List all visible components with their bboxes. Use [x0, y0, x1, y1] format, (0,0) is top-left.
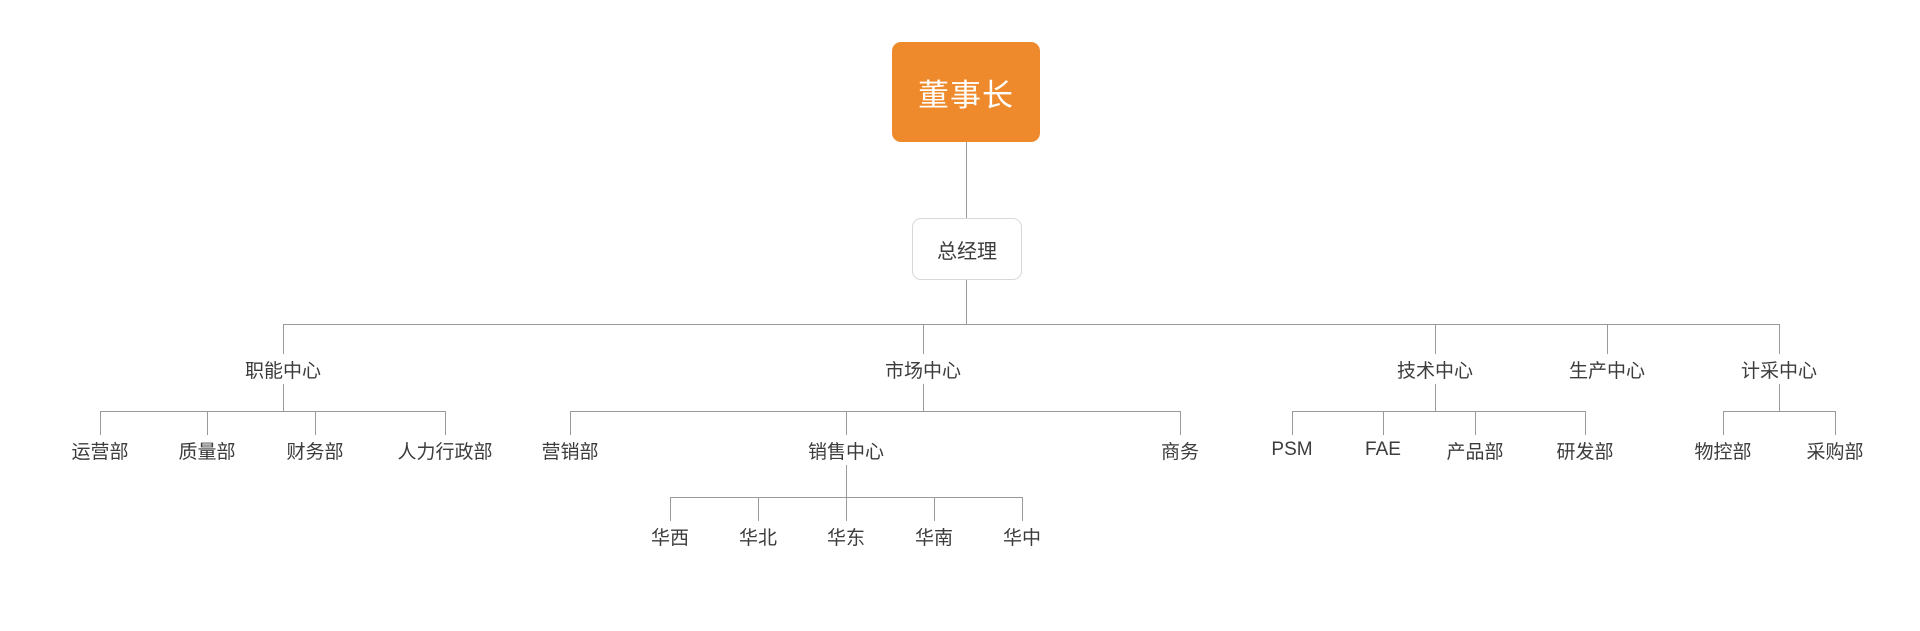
connector-functional-center-drop — [283, 384, 284, 411]
connector-drop-marketing-dept — [570, 411, 571, 435]
connector-drop-operations-dept — [100, 411, 101, 435]
node-south-china[interactable]: 华南 — [914, 527, 953, 549]
connector-drop-rnd-dept — [1585, 411, 1586, 435]
connector-general-manager-drop — [966, 280, 967, 324]
node-fae[interactable]: FAE — [1365, 439, 1401, 460]
node-rnd-dept[interactable]: 研发部 — [1556, 441, 1614, 463]
connector-level3-bus — [283, 324, 1779, 325]
node-purchasing-dept[interactable]: 采购部 — [1806, 441, 1864, 463]
connector-drop-psm — [1292, 411, 1293, 435]
connector-drop-sales-center — [846, 411, 847, 435]
connector-drop-east-china — [846, 497, 847, 521]
connector-technology-center-bus — [1292, 411, 1585, 412]
node-north-china[interactable]: 华北 — [738, 527, 777, 549]
node-procurement-center[interactable]: 计采中心 — [1740, 360, 1817, 382]
node-product-dept[interactable]: 产品部 — [1446, 441, 1504, 463]
node-psm[interactable]: PSM — [1271, 439, 1313, 460]
node-material-control-dept[interactable]: 物控部 — [1694, 441, 1752, 463]
connector-drop-functional-center — [283, 324, 284, 354]
node-general-manager[interactable]: 总经理 — [912, 218, 1022, 280]
connector-functional-center-bus — [100, 411, 445, 412]
connector-drop-market-center — [923, 324, 924, 354]
connector-drop-product-dept — [1475, 411, 1476, 435]
node-technology-center[interactable]: 技术中心 — [1396, 360, 1473, 382]
node-hr-admin-dept[interactable]: 人力行政部 — [397, 441, 493, 463]
connector-drop-purchasing-dept — [1835, 411, 1836, 435]
node-business-dept[interactable]: 商务 — [1160, 441, 1199, 463]
connector-drop-material-control-dept — [1723, 411, 1724, 435]
node-west-china[interactable]: 华西 — [650, 527, 689, 549]
connector-drop-fae — [1383, 411, 1384, 435]
connector-drop-technology-center — [1435, 324, 1436, 354]
node-chairman[interactable]: 董事长 — [892, 42, 1040, 142]
connector-drop-quality-dept — [207, 411, 208, 435]
node-marketing-dept[interactable]: 营销部 — [541, 441, 599, 463]
connector-drop-business-dept — [1180, 411, 1181, 435]
node-production-center[interactable]: 生产中心 — [1568, 360, 1645, 382]
node-central-china[interactable]: 华中 — [1002, 527, 1041, 549]
node-functional-center[interactable]: 职能中心 — [244, 360, 321, 382]
connector-drop-central-china — [1022, 497, 1023, 521]
connector-sales-center-drop — [846, 465, 847, 497]
connector-drop-west-china — [670, 497, 671, 521]
connector-drop-north-china — [758, 497, 759, 521]
connector-market-center-bus — [570, 411, 1180, 412]
connector-drop-procurement-center — [1779, 324, 1780, 354]
connector-procurement-center-drop — [1779, 384, 1780, 411]
node-operations-dept[interactable]: 运营部 — [71, 441, 129, 463]
node-sales-center[interactable]: 销售中心 — [807, 441, 884, 463]
node-finance-dept[interactable]: 财务部 — [286, 441, 344, 463]
connector-technology-center-drop — [1435, 384, 1436, 411]
connector-drop-south-china — [934, 497, 935, 521]
connector-procurement-center-bus — [1723, 411, 1835, 412]
connector-chairman-to-general-manager — [966, 142, 967, 218]
connector-drop-production-center — [1607, 324, 1608, 354]
connector-drop-finance-dept — [315, 411, 316, 435]
node-market-center[interactable]: 市场中心 — [884, 360, 961, 382]
connector-drop-hr-admin-dept — [445, 411, 446, 435]
node-quality-dept[interactable]: 质量部 — [178, 441, 236, 463]
node-east-china[interactable]: 华东 — [826, 527, 865, 549]
connector-market-center-drop — [923, 384, 924, 411]
